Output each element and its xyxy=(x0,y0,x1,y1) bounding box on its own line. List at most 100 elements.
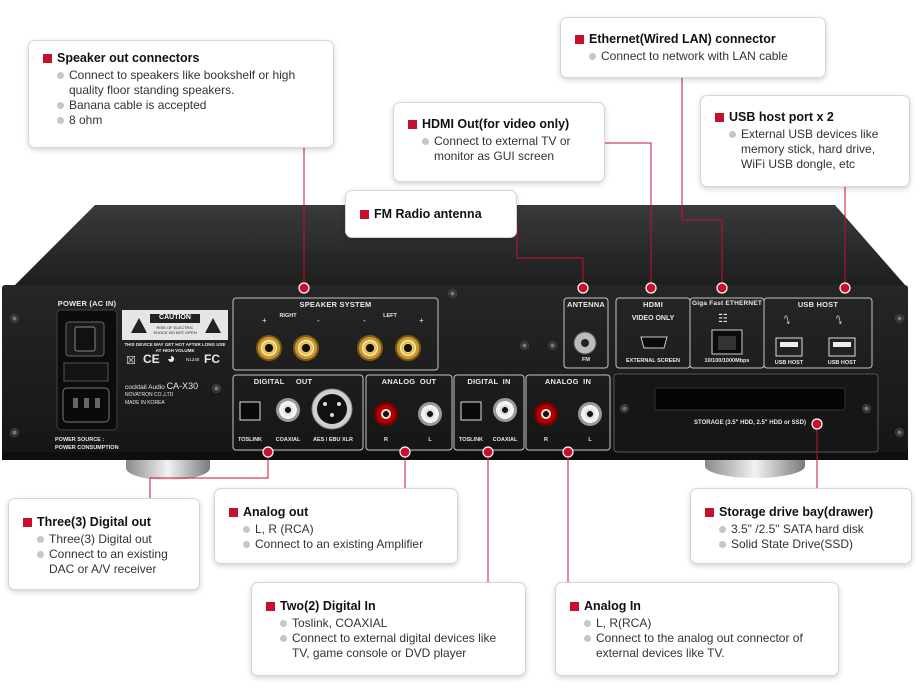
bullet-square-icon xyxy=(23,518,32,527)
marker-analog-in xyxy=(562,446,574,458)
callout-analog-in: Analog In L, R(RCA) Connect to the analo… xyxy=(555,582,839,676)
chassis-top xyxy=(15,205,905,285)
speaker-system-box xyxy=(232,297,439,371)
xlr-pin-3 xyxy=(330,413,334,417)
usb-icon: ⭛ xyxy=(836,315,843,327)
callout-fm-title: FM Radio antenna xyxy=(360,207,504,222)
callout-ethernet-line-1: Connect to network with LAN cable xyxy=(589,49,813,64)
callout-analog-in-title: Analog In xyxy=(570,599,826,614)
callout-storage-line-2: Solid State Drive(SSD) xyxy=(719,537,899,552)
marker-analog-out xyxy=(399,446,411,458)
warning-triangle-icon-2 xyxy=(205,318,221,333)
aes-ebu-label: AES / EBU XLR xyxy=(312,437,354,443)
storage-bay xyxy=(613,373,879,453)
bullet-square-icon xyxy=(408,120,417,129)
heat-warning: THIS DEVICE MAY GET HOT AFTER LONG USE A… xyxy=(124,342,226,353)
usb-port-1-tongue xyxy=(780,342,798,347)
ac-pin-1 xyxy=(73,398,78,408)
ce-mark: CE xyxy=(143,352,160,366)
callout-analog-in-line-2: Connect to the analog out connector of e… xyxy=(584,631,826,661)
leader-hdmi xyxy=(605,142,652,288)
weee-icon: ☒ xyxy=(126,355,136,367)
toslink-in-port xyxy=(460,401,482,421)
marker-storage xyxy=(811,418,823,430)
callout-ethernet: Ethernet(Wired LAN) connector Connect to… xyxy=(560,17,826,78)
bullet-square-icon xyxy=(266,602,275,611)
made-in: MADE IN KOREA xyxy=(125,400,165,406)
callout-analog-out-title-text: Analog out xyxy=(243,505,309,519)
analog-in-l-label: L xyxy=(588,437,592,443)
caution-subtitle: RISK OF ELECTRIC SHOCK DO NOT OPEN xyxy=(153,325,197,335)
analog-out-r-label: R xyxy=(384,437,388,443)
analog-out-r-jack xyxy=(374,402,398,426)
callout-ethernet-title-text: Ethernet(Wired LAN) connector xyxy=(589,32,776,46)
digital-out-label: DIGITAL OUT xyxy=(253,377,313,386)
xlr-connector-inner xyxy=(317,394,347,424)
marker-fm xyxy=(577,282,589,294)
analog-out-label: ANALOG OUT xyxy=(381,377,437,386)
screw xyxy=(620,404,629,413)
power-consumption-label: POWER CONSUMPTION xyxy=(55,445,119,451)
ethernet-port-inner xyxy=(718,336,736,350)
power-switch-rocker xyxy=(74,326,96,352)
screw xyxy=(520,341,529,350)
xlr-pin-2 xyxy=(337,402,341,406)
fcc-mark: FC xyxy=(204,352,220,366)
bullet-square-icon xyxy=(229,508,238,517)
callout-fm: FM Radio antenna xyxy=(345,190,517,238)
callout-hdmi: HDMI Out(for video only) Connect to exte… xyxy=(393,102,605,182)
toslink-out-label: TOSLINK xyxy=(237,437,263,443)
antenna-label: ANTENNA xyxy=(566,300,606,309)
callout-usb: USB host port x 2 External USB devices l… xyxy=(700,95,910,187)
callout-speaker-out-title: Speaker out connectors xyxy=(43,51,321,66)
screw xyxy=(895,428,904,437)
callout-digital-in: Two(2) Digital In Toslink, COAXIAL Conne… xyxy=(251,582,526,676)
coaxial-out-label: COAXIAL xyxy=(275,437,301,443)
usb-port-1-label: USB HOST xyxy=(774,360,804,366)
bullet-square-icon xyxy=(715,113,724,122)
speaker-system-label: SPEAKER SYSTEM xyxy=(299,300,372,309)
usb-icon: ⭛ xyxy=(784,315,791,327)
speaker-left-plus-terminal xyxy=(395,335,421,361)
callout-analog-out-line-1: L, R (RCA) xyxy=(243,522,445,537)
callout-fm-title-text: FM Radio antenna xyxy=(374,207,482,221)
video-only-label: VIDEO ONLY xyxy=(631,315,675,322)
power-source-label: POWER SOURCE : xyxy=(55,437,105,443)
network-icon: ☷ xyxy=(718,313,728,325)
xlr-pin-1 xyxy=(323,402,327,406)
callout-digital-in-title-text: Two(2) Digital In xyxy=(280,599,376,613)
speaker-right-plus-sign: + xyxy=(262,316,267,325)
speaker-left-minus-sign: - xyxy=(363,316,366,325)
callout-ethernet-title: Ethernet(Wired LAN) connector xyxy=(575,32,813,47)
model-text: CA-X30 xyxy=(166,381,199,391)
screw xyxy=(10,314,19,323)
callout-digital-in-title: Two(2) Digital In xyxy=(266,599,513,614)
bullet-square-icon xyxy=(43,54,52,63)
callout-hdmi-title: HDMI Out(for video only) xyxy=(408,117,592,132)
screw xyxy=(212,384,221,393)
brand-name: cocktail Audio CA-X30 xyxy=(125,381,198,391)
speaker-left-plus-sign: + xyxy=(419,316,424,325)
callout-analog-out-line-2: Connect to an existing Amplifier xyxy=(243,537,445,552)
usb-port-2-label: USB HOST xyxy=(827,360,857,366)
bullet-square-icon xyxy=(705,508,714,517)
ac-pin-2 xyxy=(84,398,89,408)
hdmi-label: HDMI xyxy=(643,300,663,309)
marker-digital-out xyxy=(262,446,274,458)
callout-usb-line-1: External USB devices like memory stick, … xyxy=(729,127,897,172)
speaker-right-label: RIGHT xyxy=(279,313,297,319)
screw xyxy=(10,428,19,437)
callout-digital-in-line-1: Toslink, COAXIAL xyxy=(280,616,513,631)
leader-digital-out xyxy=(149,452,269,498)
toslink-in-label: TOSLINK xyxy=(458,437,484,443)
callout-digital-out-title-text: Three(3) Digital out xyxy=(37,515,151,529)
maker-name: NOVATRON CO.,LTD xyxy=(125,392,174,398)
toslink-out-port xyxy=(239,401,261,421)
speaker-right-plus-terminal xyxy=(256,335,282,361)
analog-in-r-jack xyxy=(534,402,558,426)
storage-label: STORAGE (3.5" HDD, 2.5" HDD or SSD) xyxy=(694,420,806,426)
callout-analog-in-title-text: Analog In xyxy=(584,599,641,613)
caution-title-box xyxy=(150,314,200,323)
antenna-box xyxy=(563,297,609,369)
